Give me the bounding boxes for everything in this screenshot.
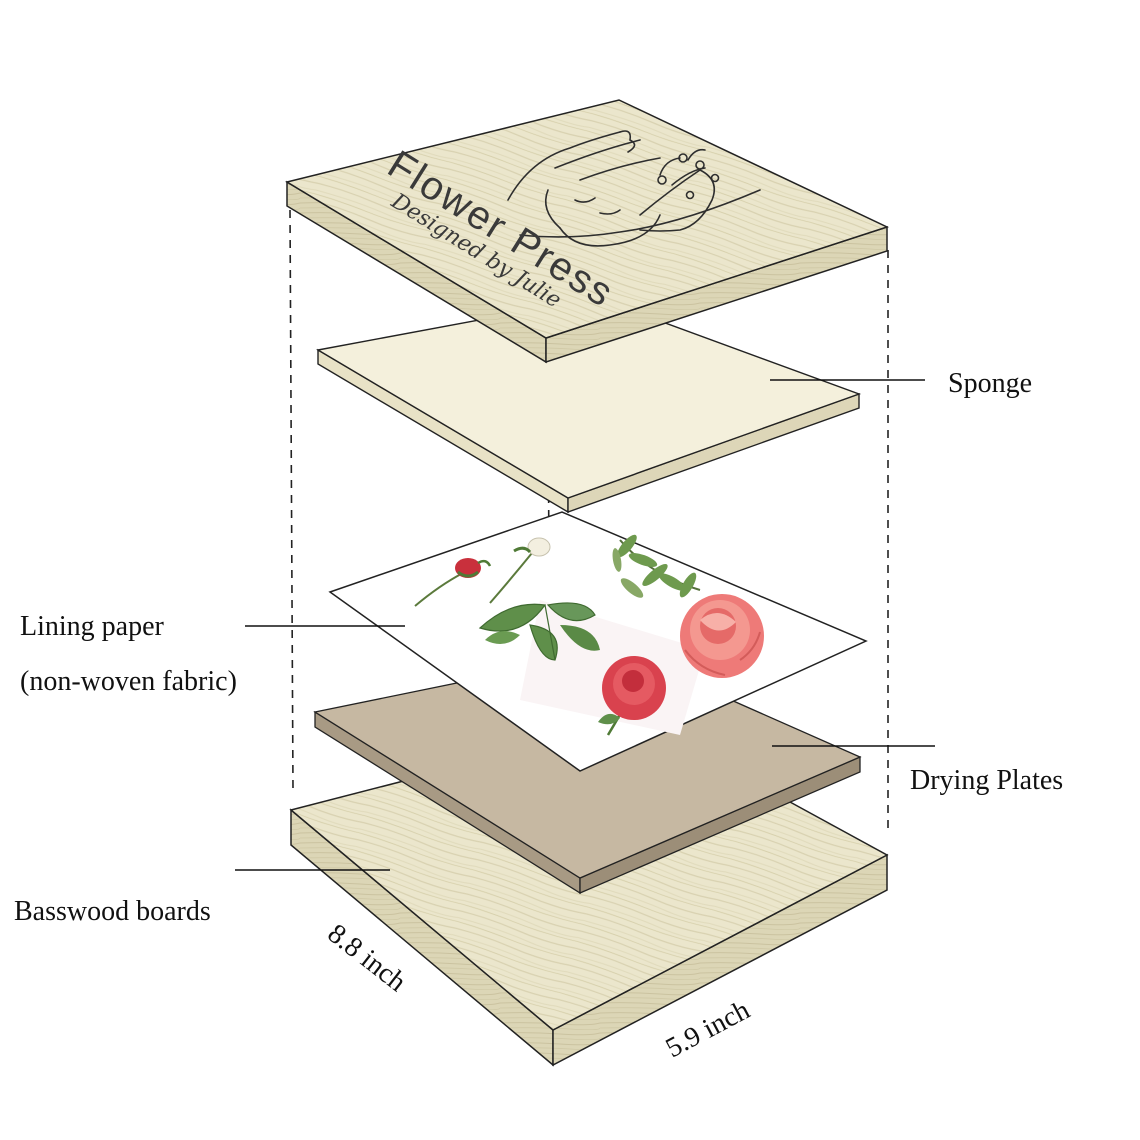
label-drying-plates: Drying Plates	[910, 765, 1063, 796]
leaf-cluster-icon	[478, 602, 600, 661]
label-sponge: Sponge	[948, 368, 1032, 399]
olive-branch-icon	[612, 534, 701, 598]
top-basswood-board	[285, 99, 890, 364]
pink-rose-icon	[680, 594, 764, 678]
rose-bud-icon	[414, 558, 492, 607]
dimension-width: 5.9 inch	[661, 994, 755, 1064]
red-rose-icon	[598, 656, 666, 736]
label-lining-paper-note: (non-woven fabric)	[20, 666, 237, 697]
white-bud-icon	[489, 537, 551, 604]
hand-face-line-art-icon	[507, 130, 761, 247]
label-basswood-boards: Basswood boards	[14, 896, 211, 927]
label-lining-paper: Lining paper	[20, 611, 165, 642]
guide-lines	[289, 209, 889, 1061]
sponge-layer	[316, 297, 862, 514]
leader-lines	[235, 379, 935, 871]
